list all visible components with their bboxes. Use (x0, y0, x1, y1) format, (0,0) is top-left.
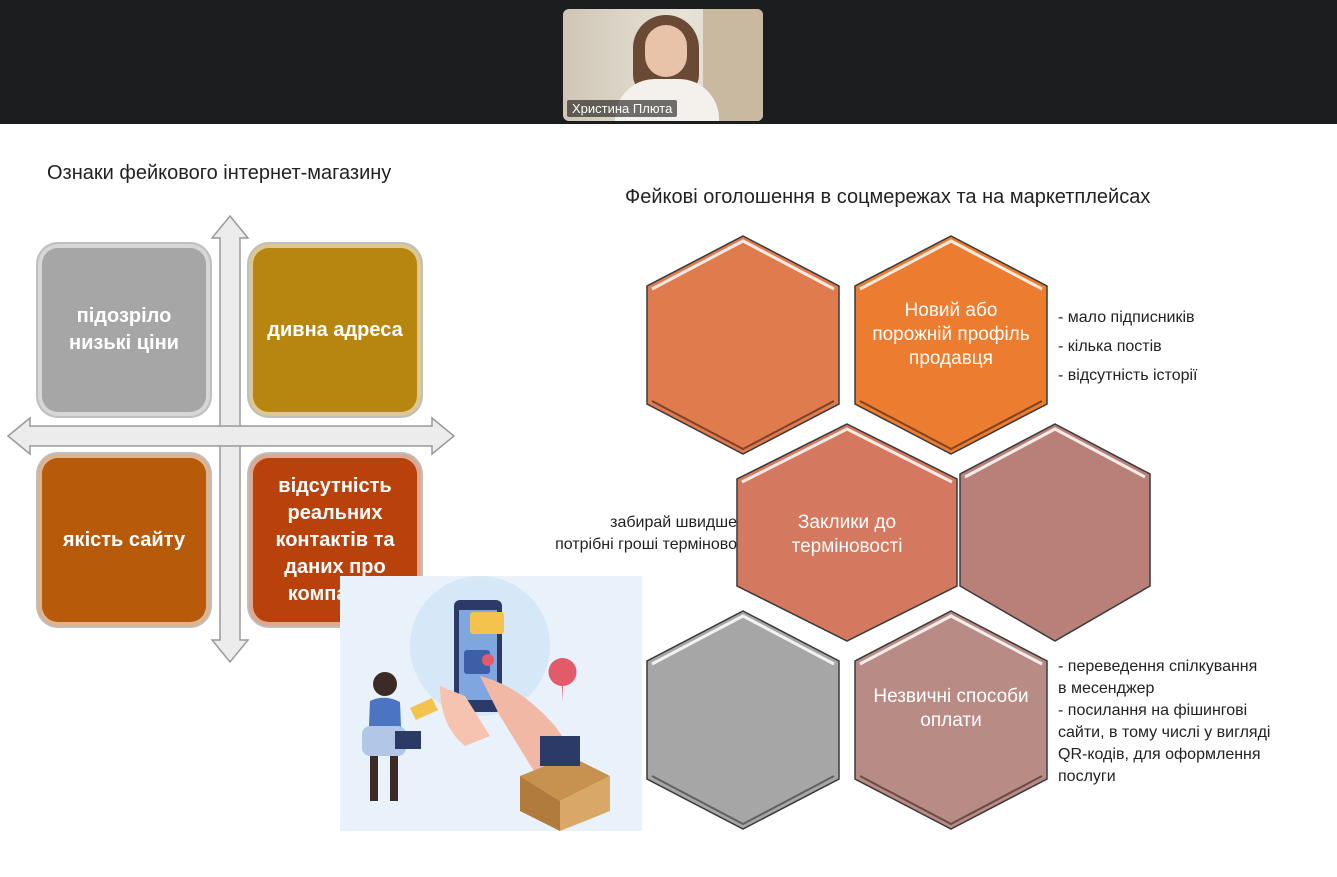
hex-urgency-label: Заклики до терміновості (791, 512, 903, 557)
matrix-box-strange-address-label: дивна адреса (267, 318, 403, 341)
hex-payment (854, 610, 1048, 830)
payment-note-3: - посилання на фішингові (1058, 702, 1248, 719)
hex-new-profile (854, 235, 1048, 455)
payment-note-1: - переведення спілкування (1058, 658, 1258, 675)
slide-title-right: Фейкові оголошення в соцмережах та на ма… (625, 186, 1151, 208)
payment-note-2: в месенджер (1058, 680, 1155, 697)
matrix-box-low-prices: підозріло низькі ціни (38, 244, 210, 416)
conference-top-bar: Христина Плюта (0, 0, 1337, 124)
urgency-notes: забирай швидше потрібні гроші терміново (533, 512, 737, 556)
hex-bottom-left (646, 610, 840, 830)
illustration-art (362, 576, 610, 831)
payment-note-5: QR-кодів, для оформлення (1058, 746, 1261, 763)
hexagon-cluster (646, 235, 1151, 830)
hex-new-profile-label: Новий або порожній профіль продавця (872, 300, 1030, 369)
payment-note-6: послуги (1058, 768, 1116, 785)
matrix-arrows (6, 214, 456, 664)
online-shopping-illustration (340, 576, 642, 831)
participant-name-label: Христина Плюта (567, 100, 678, 117)
horizontal-arrow (6, 416, 456, 456)
hex-payment-label: Незвичні способи оплати (873, 686, 1029, 731)
hex-top-left (646, 235, 840, 455)
slide-title-left: Ознаки фейкового інтернет-магазину (47, 162, 392, 184)
profile-note-2: - кілька постів (1058, 338, 1162, 355)
matrix-box-site-quality: якість сайту (38, 454, 210, 626)
urgency-note-2: потрібні гроші терміново (555, 536, 737, 553)
matrix-box-no-contacts: відсутність реальних контактів та даних … (249, 454, 421, 626)
payment-note-4: сайти, в тому числі у вигляді (1058, 724, 1271, 741)
hex-mid-right (959, 423, 1151, 642)
hex-urgency (736, 423, 958, 642)
shared-slide: Ознаки фейкового інтернет-магазину Фейко… (0, 124, 1337, 877)
profile-note-1: - мало підписників (1058, 309, 1195, 326)
matrix-box-site-quality-label: якість сайту (62, 528, 186, 551)
payment-notes: - переведення спілкування в месенджер - … (1058, 656, 1270, 788)
matrix-box-low-prices-label: підозріло низькі ціни (69, 305, 179, 354)
participant-video-tile[interactable]: Христина Плюта (563, 9, 763, 121)
matrix-box-strange-address: дивна адреса (249, 244, 421, 416)
profile-notes: - мало підписників - кілька постів - від… (1058, 307, 1198, 387)
profile-note-3: - відсутність історії (1058, 367, 1198, 384)
participant-face (645, 25, 687, 77)
urgency-note-1: забирай швидше (610, 514, 737, 531)
